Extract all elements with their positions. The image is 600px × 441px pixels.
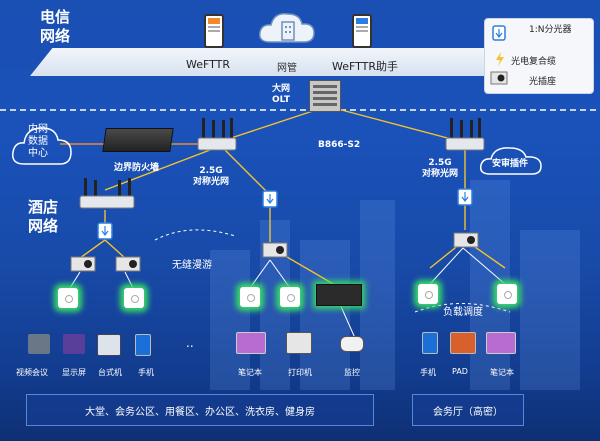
mesh-right-line2: 对称光网	[422, 169, 459, 179]
cable-icon	[496, 52, 504, 66]
telecom-title-line1: 电信	[40, 8, 71, 26]
splitter-icon	[457, 188, 473, 206]
firewall-label: 边界防火墙	[114, 163, 160, 173]
roaming-label: 无缝漫游	[172, 260, 212, 271]
splitter-icon	[97, 222, 113, 240]
plugin-cloud-icon	[479, 147, 542, 175]
device-label: 显示屏	[62, 368, 86, 377]
device-label: 视频会议	[16, 368, 48, 377]
mesh-left-line1: 2.5G	[199, 166, 223, 176]
mesh-left-line2: 对称光网	[193, 177, 230, 187]
datacenter-line1: 内网	[28, 124, 48, 135]
mesh-right-label: 2.5G 对称光网	[422, 158, 458, 180]
area-left-label: 大堂、会务公区、用餐区、办公区、洗衣房、健身房	[85, 406, 315, 418]
ellipsis-indicator: ..	[186, 336, 194, 350]
mesh-right-line1: 2.5G	[428, 158, 452, 168]
device-label: 笔记本	[238, 368, 262, 377]
phone-device-icon	[135, 334, 151, 356]
device-label: 手机	[138, 368, 154, 377]
datacenter-line2: 数据	[28, 136, 48, 147]
router-icon	[197, 118, 237, 151]
splitter-icon	[262, 190, 278, 208]
weFTTR-app-label: WeFTTR	[186, 58, 231, 71]
device-label: 手机	[420, 368, 436, 377]
optical-socket-icon	[70, 256, 96, 272]
legend-splitter-label: 1:N分光器	[529, 25, 572, 35]
laptop-icon	[236, 332, 266, 354]
wireless-ap	[418, 284, 438, 304]
splitter-icon	[492, 25, 506, 41]
legend: 1:N分光器 光电复合缆 光插座	[484, 18, 594, 94]
area-right-label: 会务厅（高密）	[433, 406, 503, 418]
optical-socket-icon	[115, 256, 141, 272]
dvr-device	[316, 284, 362, 306]
pad-icon	[450, 332, 476, 354]
desktop-icon	[97, 334, 121, 356]
olt-device	[309, 80, 341, 112]
wireless-ap	[280, 287, 300, 307]
laptop-icon	[486, 332, 516, 354]
datacenter-cloud-icon	[11, 127, 72, 165]
mesh-left-label: 2.5G 对称光网	[193, 166, 229, 188]
device-label: 笔记本	[490, 368, 514, 377]
plugin-label: 安审插件	[492, 159, 529, 169]
cloud-management-icon	[258, 12, 315, 43]
wireless-ap	[58, 288, 78, 308]
device-label: 监控	[344, 368, 360, 377]
camera-icon	[340, 336, 364, 352]
wireless-ap	[240, 287, 260, 307]
wireless-ap	[124, 288, 144, 308]
router-icon	[79, 178, 135, 209]
device-label: 台式机	[98, 368, 122, 377]
weFTTR-assistant-label: WeFTTR助手	[332, 60, 399, 73]
area-left-box: 大堂、会务公区、用餐区、办公区、洗衣房、健身房	[26, 394, 374, 426]
phone-icon	[204, 14, 224, 48]
legend-socket-label: 光插座	[529, 77, 557, 87]
olt-label: 大网 OLT	[272, 84, 290, 106]
olt-label-line1: 大网	[272, 84, 291, 94]
printer-icon	[286, 332, 312, 354]
device-label: 打印机	[288, 368, 312, 377]
telecom-network-title: 电信 网络	[40, 8, 70, 46]
hotel-network-title: 酒店 网络	[28, 198, 58, 236]
hotel-title-line2: 网络	[28, 217, 59, 235]
display-icon	[63, 334, 85, 354]
firewall-device	[102, 128, 174, 152]
telecom-title-line2: 网络	[40, 27, 71, 45]
video-conference-icon	[28, 334, 50, 354]
router-icon	[445, 118, 485, 151]
device-label: PAD	[452, 367, 468, 376]
hotel-title-line1: 酒店	[28, 198, 59, 216]
phone-icon	[352, 14, 372, 48]
phone-device-icon	[422, 332, 438, 354]
datacenter-label: 内网 数据 中心	[28, 124, 48, 160]
area-right-box: 会务厅（高密）	[412, 394, 524, 426]
load-balance-label: 负载调度	[443, 307, 483, 318]
model-label: B866-S2	[318, 140, 361, 150]
wireless-ap	[497, 284, 517, 304]
network-management-label: 网管	[277, 63, 297, 74]
olt-label-line2: OLT	[272, 95, 291, 105]
socket-icon	[490, 71, 508, 85]
datacenter-line3: 中心	[28, 148, 48, 159]
optical-socket-icon	[453, 232, 479, 248]
legend-cable-label: 光电复合缆	[511, 57, 557, 67]
optical-socket-icon	[262, 242, 288, 258]
